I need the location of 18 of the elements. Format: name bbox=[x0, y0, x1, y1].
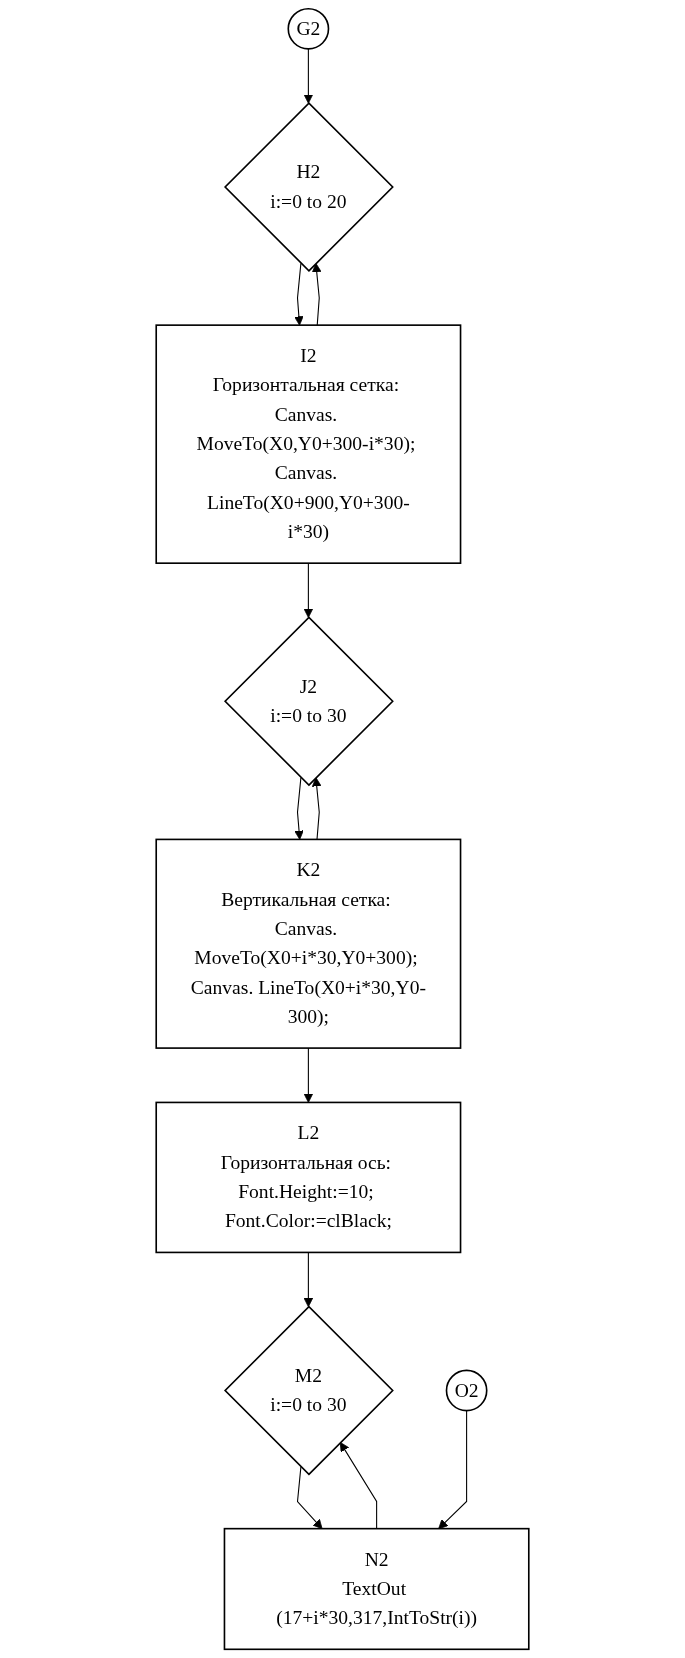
node-circle: G2 bbox=[287, 7, 330, 50]
arrow bbox=[311, 262, 322, 326]
arrow bbox=[311, 777, 322, 840]
arrow bbox=[303, 562, 314, 618]
node-diamond: J2 i:=0 to 30 bbox=[224, 616, 394, 787]
arrow bbox=[339, 1442, 378, 1530]
node-box: I2 Горизонтальная сетка: Canvas. MoveTo(X0,Y0+300-i*30); Canvas. LineTo(X0+900,Y0+300-i*30) bbox=[155, 324, 462, 564]
node-box: L2 Горизонтальная ось: Font.Height:=10; Font.Color:=clBlack; bbox=[155, 1101, 462, 1254]
node-diamond: H2 i:=0 to 20 bbox=[224, 102, 394, 272]
arrow bbox=[303, 1047, 314, 1103]
node-circle: O2 bbox=[445, 1369, 488, 1412]
arrow bbox=[303, 1251, 314, 1308]
arrow bbox=[303, 48, 314, 104]
node-box: N2 TextOut (17+i*30,317,IntToStr(i)) bbox=[223, 1527, 530, 1651]
node-box: K2 Вертикальная сетка: Canvas. MoveTo(X0+i*30,Y0+300); Canvas. LineTo(X0+i*30,Y0-300); bbox=[155, 838, 462, 1049]
arrow bbox=[438, 1410, 468, 1530]
node-diamond: M2 i:=0 to 30 bbox=[224, 1305, 394, 1476]
arrow bbox=[294, 262, 304, 326]
